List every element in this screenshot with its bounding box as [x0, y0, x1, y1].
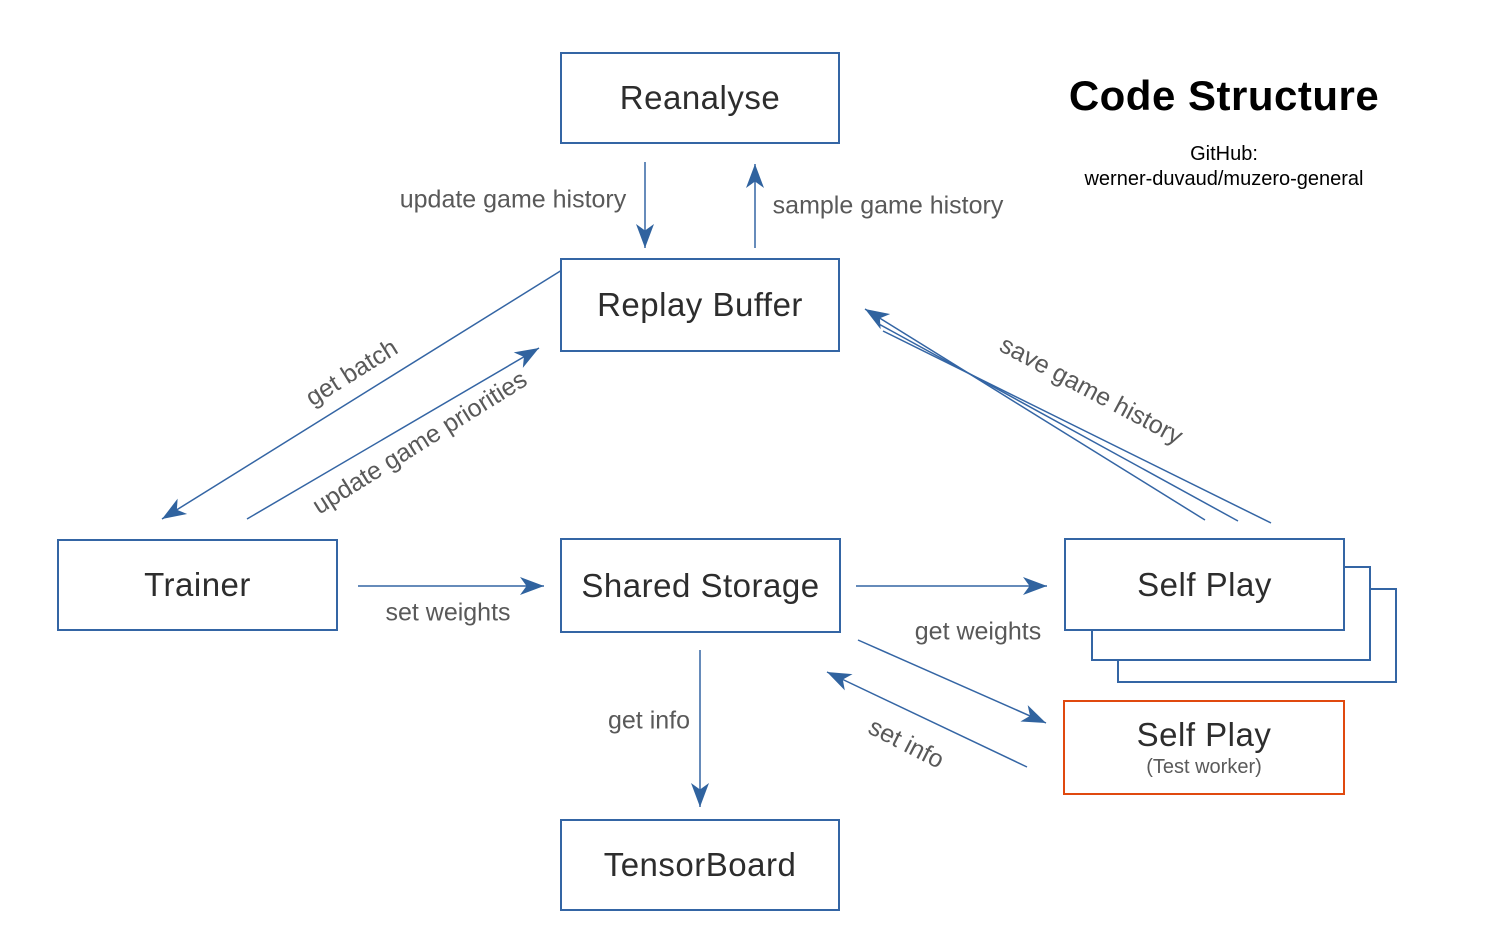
- arrow-update-game-priorities: [246, 347, 540, 520]
- box-reanalyse-label: Reanalyse: [619, 79, 781, 116]
- arrow-save-game-history-2: [876, 322, 1239, 522]
- edge-label-update-game-history: update game history: [399, 185, 627, 214]
- box-trainer-label: Trainer: [144, 566, 251, 603]
- arrow-save-game-history-1: [864, 308, 1206, 521]
- edge-label-get-info: get info: [607, 706, 691, 735]
- github-repo-name: werner-duvaud/muzero-general: [1084, 168, 1364, 190]
- box-replay-buffer: Replay Buffer: [560, 258, 840, 352]
- box-reanalyse: Reanalyse: [560, 52, 840, 144]
- title-block: Code Structure GitHub: werner-duvaud/muz…: [1024, 72, 1424, 192]
- arrow-get-weights-test-worker: [857, 639, 1047, 724]
- box-self-play-test-worker-sublabel: (Test worker): [1146, 756, 1262, 778]
- box-shared-storage-label: Shared Storage: [581, 566, 820, 604]
- box-tensorboard-label: TensorBoard: [603, 846, 797, 883]
- github-reference: GitHub: werner-duvaud/muzero-general: [1024, 142, 1424, 192]
- github-label: GitHub:: [1190, 143, 1258, 165]
- arrow-save-game-history-3: [882, 330, 1272, 524]
- box-self-play-test-worker-label: Self Play: [1136, 716, 1272, 753]
- page-title: Code Structure: [1068, 72, 1380, 119]
- arrow-get-batch: [161, 269, 563, 520]
- box-self-play-test-worker: Self Play (Test worker): [1063, 700, 1345, 795]
- arrow-set-info: [826, 671, 1028, 768]
- box-self-play-label: Self Play: [1137, 565, 1272, 603]
- box-self-play: Self Play: [1064, 538, 1345, 631]
- box-shared-storage: Shared Storage: [560, 538, 841, 633]
- edge-label-sample-game-history: sample game history: [772, 191, 1004, 220]
- box-tensorboard: TensorBoard: [560, 819, 840, 911]
- edge-label-get-weights: get weights: [914, 617, 1042, 646]
- box-replay-buffer-label: Replay Buffer: [597, 286, 803, 323]
- edge-label-set-weights: set weights: [385, 598, 511, 627]
- box-trainer: Trainer: [57, 539, 338, 631]
